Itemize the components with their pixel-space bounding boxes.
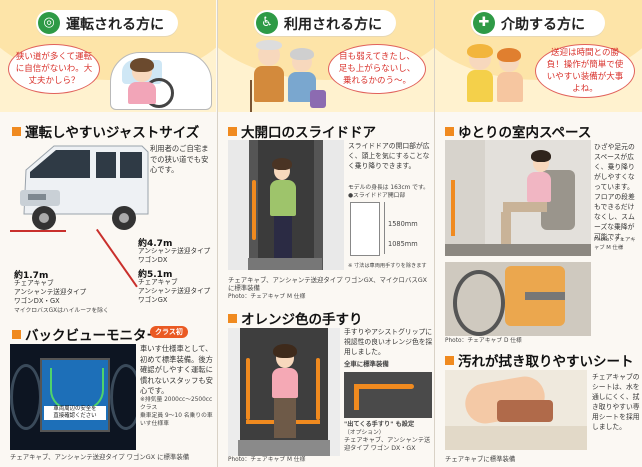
header-band-driver: ◎ 運転される方に 狭い道が多くて運転に自信がないわ。大丈夫かしら？ xyxy=(0,0,216,112)
interior-photo xyxy=(445,140,591,256)
monitor-photo: 車両周辺の安全を 直接確認ください xyxy=(10,344,136,450)
seat-wipe-photo xyxy=(445,370,587,450)
length-value-1: 約4.7m xyxy=(138,239,173,249)
header-title: 運転される方に xyxy=(66,17,164,33)
caregiver-icon: ✚ xyxy=(473,12,495,34)
section-body: 車いす仕様車として、初めて標準装備。後方確認がしやすく運転に慣れないスタッフも安… xyxy=(140,344,213,395)
monitor-screen-text: 車両周辺の安全を 直接確認ください xyxy=(44,406,106,420)
section-title-washable-seat: 汚れが拭き取りやすいシート xyxy=(445,350,634,370)
section-caption: チェアキャブに標準装備 xyxy=(445,455,516,463)
section-body: 手すりやアシストグリップに視認性の良いオレンジ色を採用しました。 xyxy=(344,328,433,356)
door-diagram xyxy=(350,202,380,256)
section-caption: チェアキャブ、アンシャンテ送迎タイプ ワゴンGX、マイクロバスGX に標準装備 xyxy=(228,276,428,293)
section-title-interior-space: ゆとりの室内スペース xyxy=(445,121,591,141)
van-image xyxy=(20,145,149,230)
speech-bubble: 目も弱えてきたし、足も上がらないし、乗れるかのう〜。 xyxy=(328,44,426,94)
section-caption: チェアキャブ、アンシャンテ送迎タイプ ワゴンGX に標準装備 xyxy=(10,453,190,461)
option-desc: チェアキャブ、アンシャンテ送迎タイプ ワゴン DX・GX xyxy=(344,437,431,452)
standard-label: 全車に標準装備 xyxy=(344,360,389,368)
speech-bubble: 送迎は時間との勝負！操作が簡単で使いやすい装備が大事よね。 xyxy=(535,44,635,98)
door-height-line xyxy=(384,202,385,254)
elderly-couple-illustration xyxy=(246,40,326,112)
height-arrow xyxy=(10,230,66,232)
door-height-value: 1580mm xyxy=(388,220,418,228)
dimension-label: ●スライドドア開口部 xyxy=(348,193,406,199)
monitor-screen: 車両周辺の安全を 直接確認ください xyxy=(40,358,110,432)
section-title-backview: バックビューモニター xyxy=(12,324,160,344)
dimension-note: モデルの身長は 163cm です。 xyxy=(348,185,429,191)
wheelchair-icon: ♿ xyxy=(256,12,278,34)
header-title: 介助する方に xyxy=(501,17,585,33)
badge-class-first: クラス初 xyxy=(150,326,188,338)
header-title: 利用される方に xyxy=(284,17,382,33)
photo-caption: Photo：チェアキャブ M 仕様 xyxy=(594,237,636,251)
header-band-caregiver: ✚ 介助する方に 送迎は時間との勝負！操作が簡単で使いやすい装備が大事よね。 xyxy=(435,0,642,112)
speech-bubble: 狭い道が多くて運転に自信がないわ。大丈夫かしら？ xyxy=(8,44,100,94)
section-body: ひざや足元のスペースが広く、乗り降りがしやすくなっています。フロアの段差もできる… xyxy=(594,143,635,241)
pop-out-handrail-photo xyxy=(344,372,432,418)
section-title-just-size: 運転しやすいジャストサイズ xyxy=(12,121,199,141)
caregivers-illustration xyxy=(465,42,535,112)
wheelchair-interior-photo xyxy=(445,262,591,336)
photo-caption: Photo：チェアキャブ M 仕様 xyxy=(228,294,306,300)
section-body: スライドドアの開口部が広く、頭上を気にすることなく乗り降りできます。 xyxy=(348,142,430,170)
driver-illustration xyxy=(110,48,212,112)
column-divider xyxy=(434,0,435,467)
steering-wheel-icon: ◎ xyxy=(38,12,60,34)
section-title-orange-handrail: オレンジ色の手すり xyxy=(228,308,363,328)
header-driver: ◎ 運転される方に xyxy=(36,10,178,36)
header-band-user: ♿ 利用される方に 目も弱えてきたし、足も上がらないし、乗れるかのう〜。 xyxy=(218,0,434,112)
height-value: 約1.7m xyxy=(14,271,49,281)
length-desc-2: チェアキャブ アンシャンテ送迎タイプ ワゴンGX xyxy=(138,278,211,304)
option-sub: （オプション） xyxy=(344,430,385,436)
section-title-sliding-door: 大開口のスライドドア xyxy=(228,121,376,141)
sliding-door-photo xyxy=(228,140,344,270)
height-desc: チェアキャブ アンシャンテ送迎タイプ ワゴンDX・GX xyxy=(14,279,87,305)
photo-caption: Photo：チェアキャブ M 仕様 xyxy=(228,457,306,463)
door-width-value: 1085mm xyxy=(388,240,418,248)
section-note: ※排気量 2000cc〜2500cc クラス 乗車定員 9〜10 名乗りの車いす… xyxy=(140,397,213,427)
option-label: "出てくる手すり" も設定 xyxy=(344,421,415,428)
length-value-2: 約5.1m xyxy=(138,270,173,280)
handrail-photo xyxy=(228,328,340,456)
length-desc-1: アンシャンテ送迎タイプ ワゴンDX xyxy=(138,247,211,264)
section-body: 利用者のご自宅までの狭い道でも安心です。 xyxy=(150,144,209,174)
dimension-caveat: ※ 寸法は車両用手すりを除きます xyxy=(348,263,427,269)
section-body: チェアキャブのシートは、水を通しにくく、拭き取りやすい専用シートを採用しました。 xyxy=(592,373,640,431)
header-caregiver: ✚ 介助する方に xyxy=(471,10,605,36)
height-note: マイクロバスGXはハイルーフを除く xyxy=(14,308,109,314)
header-user: ♿ 利用される方に xyxy=(254,10,396,36)
photo-caption: Photo：チェアキャブ D 仕様 xyxy=(445,338,522,344)
column-divider xyxy=(217,0,218,467)
